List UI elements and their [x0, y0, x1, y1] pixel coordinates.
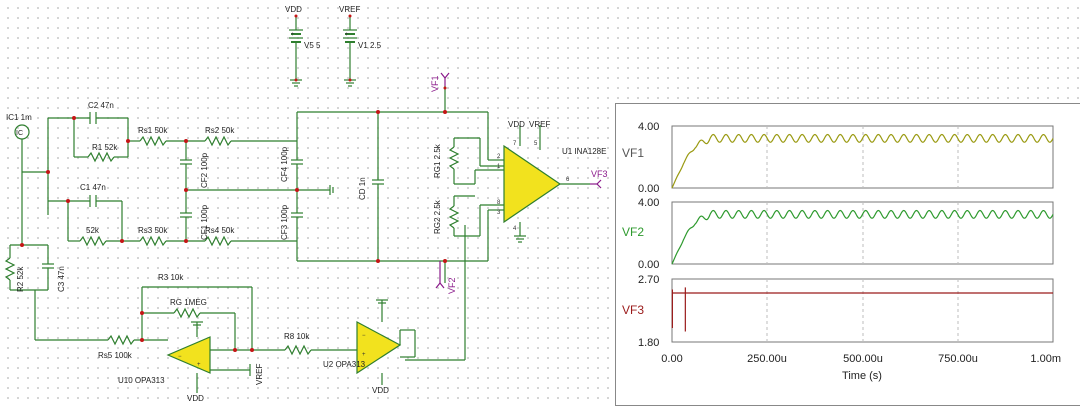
oscilloscope-panel: 4.00 0.00 4.00 0.00 2.70 1.80 VF1 VF2 VF…: [615, 103, 1080, 406]
ic1-label: IC1 1m: [6, 113, 32, 122]
vf2-ymin: 0.00: [638, 259, 659, 271]
x-axis-title: Time (s): [842, 370, 882, 382]
cf1-label: CF1 100p: [200, 204, 209, 240]
vf2-trace-label: VF2: [622, 225, 644, 239]
ina128-amplifier[interactable]: [503, 144, 562, 224]
rg2-label: RG2 2.5k: [433, 199, 442, 234]
vf3-net-label: VF3: [591, 169, 608, 179]
x-tick-label: 500.00u: [843, 353, 883, 365]
cf2-label: CF2 100p: [200, 152, 209, 188]
battery-plus-symbol: +: [345, 32, 349, 38]
rs2-label: Rs2 50k: [205, 126, 235, 135]
cf4-label: CF4 100p: [280, 146, 289, 182]
supply-v1[interactable]: [343, 16, 357, 87]
pin-label: 2: [497, 154, 501, 160]
c2-label: C2 47n: [88, 101, 114, 110]
opamp-minus-symbol: −: [362, 333, 366, 339]
resistor-rs3: [139, 235, 167, 247]
resistor-rs2: [204, 135, 232, 147]
x-tick-label: 250.00u: [747, 353, 787, 365]
rs3-label: Rs3 50k: [138, 226, 168, 235]
ina-vref-label: VREF: [529, 120, 550, 129]
x-tick-label: 0.00: [661, 353, 682, 365]
rs5-label: Rs5 100k: [98, 351, 133, 360]
resistor-rs4: [204, 235, 232, 247]
pin-label: 8: [497, 200, 501, 206]
ina-vdd-label: VDD: [508, 120, 525, 129]
opamp-u2[interactable]: [356, 320, 402, 375]
r1-label: R1 52k: [92, 143, 118, 152]
opamp-minus-symbol: −: [178, 354, 182, 360]
vref-label: VREF: [339, 5, 360, 14]
trace-vf1: [671, 133, 1054, 189]
vf3-ymax: 2.70: [638, 274, 659, 286]
ic-symbol-label: IC: [16, 130, 23, 137]
rg-label: RG 1MEG: [170, 298, 207, 307]
rs1-label: Rs1 50k: [138, 126, 168, 135]
u10-label: U10 OPA313: [118, 376, 165, 385]
r52k-label: 52k: [86, 226, 100, 235]
x-tick-label: 1.00m: [1030, 353, 1061, 365]
c1-label: C1 47n: [80, 183, 106, 192]
pin-label: 1: [497, 164, 501, 170]
u2-vdd-label: VDD: [372, 386, 389, 395]
vf1-net-label: VF1: [430, 75, 440, 92]
battery-plus-symbol: +: [291, 32, 295, 38]
opamp-plus-symbol: +: [197, 362, 201, 368]
trace-vf2: [671, 209, 1054, 265]
cd1-label: CD 1n: [358, 177, 367, 200]
vf2-ymax: 4.00: [638, 197, 659, 209]
u10-vdd-label: VDD: [187, 394, 204, 403]
oscilloscope-plot: 4.00 0.00 4.00 0.00 2.70 1.80 VF1 VF2 VF…: [622, 121, 1061, 382]
trace-layer: [671, 133, 1054, 332]
vf3-ymin: 1.80: [638, 337, 659, 349]
u10-vref-label: VREF: [255, 364, 264, 385]
c3-label: C3 47n: [57, 266, 66, 292]
x-tick-label: 750.00u: [938, 353, 978, 365]
v1-label: V1 2.5: [358, 41, 382, 50]
vf3-trace-label: VF3: [622, 303, 644, 317]
cf3-label: CF3 100p: [280, 204, 289, 240]
resistor-rs1: [139, 135, 167, 147]
v5-label: V5 5: [304, 41, 321, 50]
r3-label: R3 10k: [158, 273, 184, 282]
vf2-net-label: VF2: [447, 277, 457, 294]
vf1-ymax: 4.00: [638, 121, 659, 133]
pin-label: 7: [513, 141, 517, 147]
pin-label: 4: [513, 226, 517, 232]
rs4-label: Rs4 50k: [205, 226, 235, 235]
pin-label: 5: [534, 141, 538, 147]
opamp-u10[interactable]: [166, 336, 211, 374]
schematic: VDD VREF V5 5 V1 2.5 IC1 1m IC C2 47n R1…: [4, 5, 608, 403]
r8-label: R8 10k: [284, 332, 310, 341]
pin-label: 6: [566, 177, 570, 183]
pin-label: 3: [497, 210, 501, 216]
rg1-label: RG1 2.5k: [433, 143, 442, 178]
vf1-trace-label: VF1: [622, 146, 644, 160]
vf1-ymin: 0.00: [638, 183, 659, 195]
u1-label: U1 INA128E: [562, 147, 606, 156]
r2-label: R2 52k: [16, 266, 25, 292]
u2-label: U2 OPA313: [323, 360, 366, 369]
grid-lines: [766, 126, 959, 342]
vdd-label: VDD: [285, 5, 302, 14]
opamp-plus-symbol: +: [362, 352, 366, 358]
supply-v5[interactable]: [289, 16, 303, 87]
